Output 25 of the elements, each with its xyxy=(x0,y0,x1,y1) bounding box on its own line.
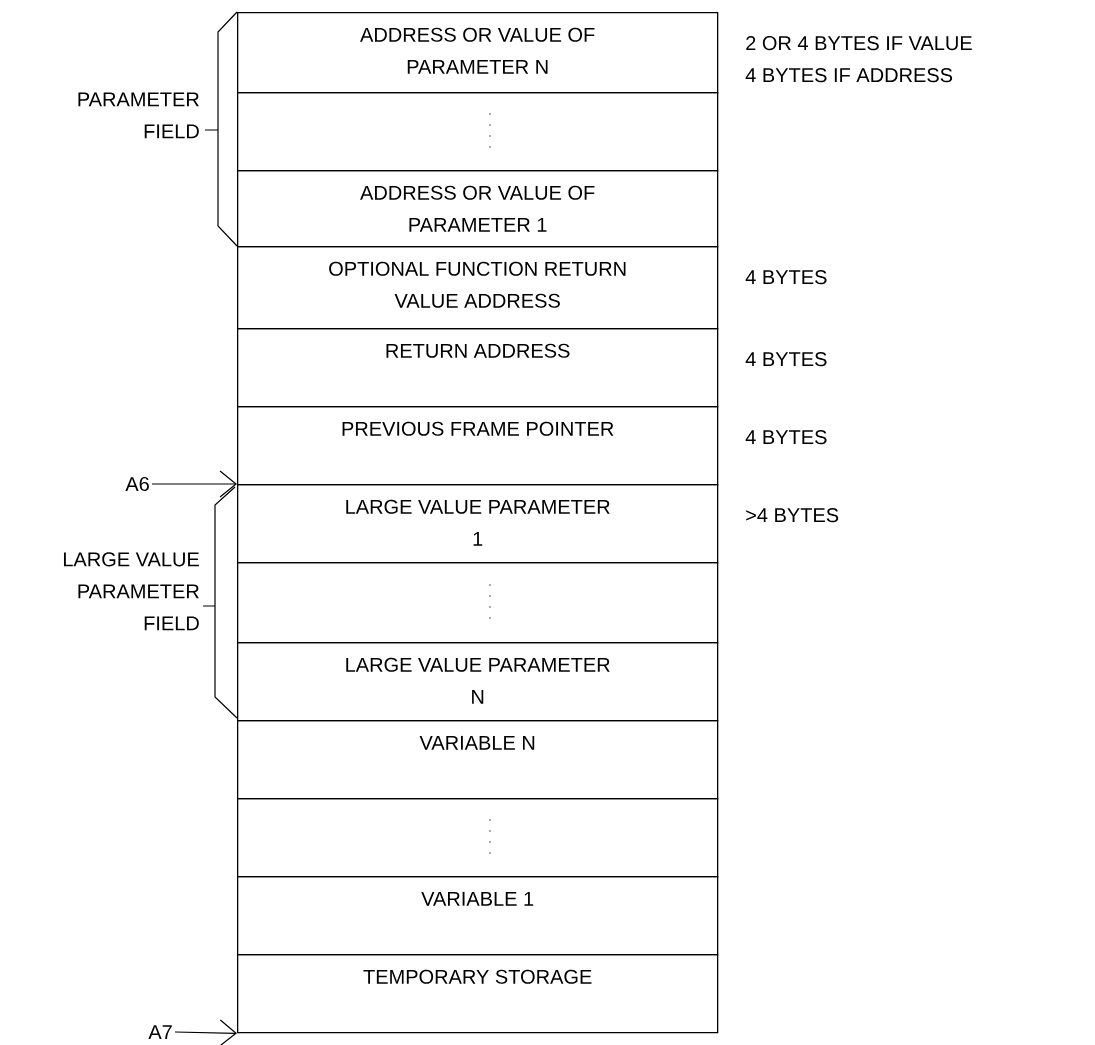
bracket-label: LARGE VALUE PARAMETER FIELD xyxy=(64,552,199,631)
stack-cell: VARIABLE N xyxy=(237,720,719,800)
size-note: 4 BYTES xyxy=(745,430,827,445)
stack-cell: ADDRESS OR VALUE OF PARAMETER N xyxy=(237,12,719,94)
size-note: 4 BYTES IF ADDRESS xyxy=(745,68,953,83)
ellipsis-cell xyxy=(237,562,719,644)
size-note: >4 BYTES xyxy=(746,508,839,523)
stack-cell: VARIABLE 1 xyxy=(237,876,719,956)
stack-cell: TEMPORARY STORAGE xyxy=(237,954,719,1034)
stack-cell: RETURN ADDRESS xyxy=(237,328,719,408)
arrow xyxy=(151,470,237,498)
register-label: A6 xyxy=(125,476,149,492)
size-note: 4 BYTES xyxy=(745,270,827,285)
stack-cell: OPTIONAL FUNCTION RETURN VALUE ADDRESS xyxy=(237,246,719,330)
stack-cell: ADDRESS OR VALUE OF PARAMETER 1 xyxy=(237,170,719,248)
ellipsis-cell xyxy=(237,798,719,878)
stack-cell: LARGE VALUE PARAMETER 1 xyxy=(237,484,719,564)
size-note: 2 OR 4 BYTES IF VALUE xyxy=(746,36,972,51)
stack-cell: LARGE VALUE PARAMETER N xyxy=(237,642,719,722)
bracket-label: PARAMETER FIELD xyxy=(78,92,199,139)
register-label: A7 xyxy=(148,1025,172,1039)
arrow xyxy=(174,1019,237,1045)
ellipsis-cell xyxy=(237,92,719,172)
stack-cell: PREVIOUS FRAME POINTER xyxy=(237,406,719,486)
size-note: 4 BYTES xyxy=(745,352,827,367)
